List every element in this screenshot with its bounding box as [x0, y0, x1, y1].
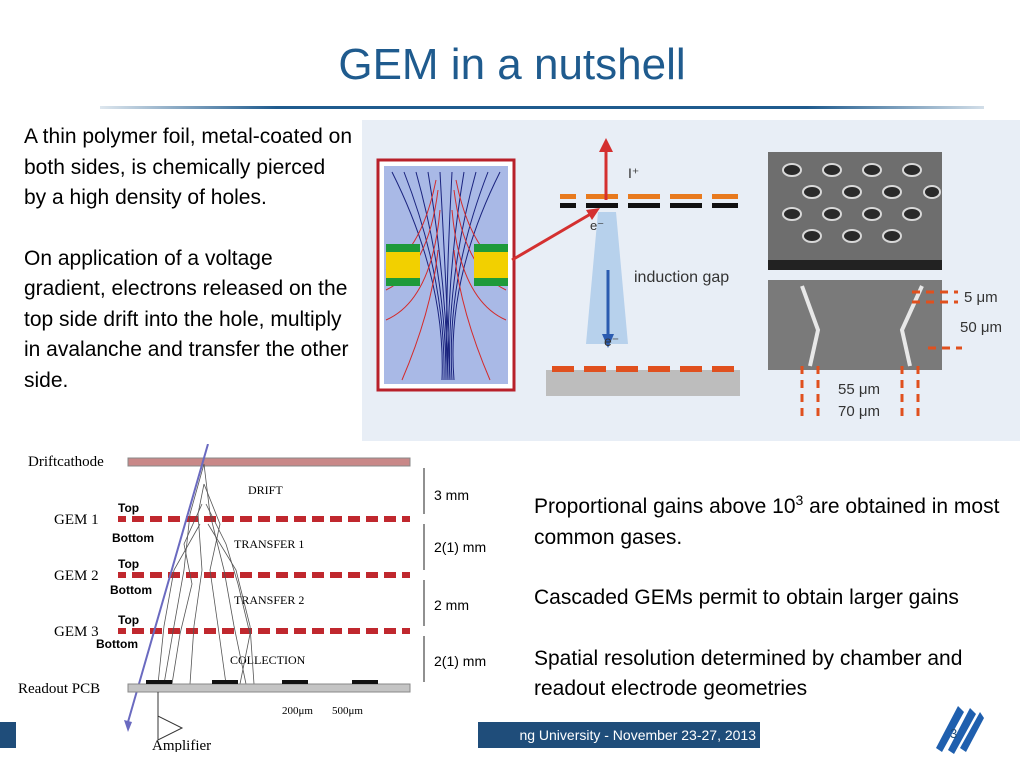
readout-pads — [552, 366, 734, 372]
transfer2-label: TRANSFER 2 — [234, 593, 304, 607]
equipotential-lines — [385, 179, 507, 381]
pitch-200-label: 200μm — [282, 705, 313, 717]
title-divider — [100, 106, 984, 109]
gain-exponent: 3 — [795, 492, 804, 508]
transfer1-label: TRANSFER 1 — [234, 537, 304, 551]
gem3-top-label: Top — [118, 613, 139, 627]
sem-cross-section-image — [768, 280, 942, 370]
readout-pcb-plane — [127, 683, 411, 693]
gap-3mm-label: 3 mm — [434, 487, 469, 503]
right-paragraph-1: Proportional gains above 103 are obtaine… — [534, 485, 1014, 553]
gem2-top-label: Top — [118, 557, 139, 571]
gem3-bottom-label: Bottom — [96, 637, 138, 651]
induction-gap-label: induction gap — [634, 269, 729, 286]
ion-arrowhead — [599, 138, 613, 152]
footer-left-bar — [0, 722, 16, 748]
pitch-500-label: 500μm — [332, 705, 363, 717]
particle-arrowhead — [124, 720, 132, 732]
left-paragraph-1: A thin polymer foil, metal-coated on bot… — [24, 125, 353, 209]
readout-plane — [546, 370, 740, 396]
particle-track — [127, 444, 209, 723]
dimension-lines — [800, 290, 962, 420]
sem-scale-bar — [768, 260, 942, 270]
electron-label-top: e⁻ — [590, 218, 604, 233]
institution-logo-icon — [936, 706, 984, 754]
hole-wall-left — [800, 285, 821, 367]
dim-55-label: 55 μm — [838, 381, 880, 398]
driftcathode-label: Driftcathode — [28, 454, 104, 470]
avalanche-tracks — [157, 463, 255, 685]
gem3-holes — [126, 628, 402, 634]
gem3-foil — [118, 628, 410, 634]
gem1-label: GEM 1 — [54, 512, 99, 528]
collection-label: COLLECTION — [230, 653, 306, 667]
gap-collection-label: 2(1) mm — [434, 653, 486, 669]
gem1-bottom-label: Bottom — [112, 531, 154, 545]
gem-hole-figure: I⁺ e⁻ induction gap e⁻ 5 μm 50 μm 55 μm … — [362, 120, 1020, 441]
page-number: 3 — [950, 726, 958, 741]
sem-holes — [782, 163, 941, 243]
readout-strips — [146, 680, 378, 684]
gem2-label: GEM 2 — [54, 568, 99, 584]
gain-text: Proportional gains above 10 — [534, 495, 796, 518]
gem1-foil — [118, 516, 410, 522]
dim-50-label: 50 μm — [960, 319, 1002, 336]
amplifier-label: Amplifier — [152, 738, 211, 752]
left-paragraph-2: On application of a voltage gradient, el… — [24, 246, 349, 392]
gap-transfer1-label: 2(1) mm — [434, 539, 486, 555]
dim-5-label: 5 μm — [964, 289, 998, 306]
copper-layer — [386, 244, 420, 252]
dim-70-label: 70 μm — [838, 403, 880, 420]
right-paragraph-2: Cascaded GEMs permit to obtain larger ga… — [534, 586, 959, 609]
electron-arrowhead — [602, 334, 614, 348]
zoom-arrowhead — [586, 208, 600, 220]
copper-layer — [474, 244, 508, 252]
driftcathode-plane — [127, 457, 411, 467]
kapton-layer — [474, 252, 508, 278]
slide-title: GEM in a nutshell — [338, 40, 686, 89]
gem2-bottom-label: Bottom — [110, 583, 152, 597]
gap-transfer2-label: 2 mm — [434, 597, 469, 613]
ion-label: I⁺ — [628, 165, 639, 181]
copper-layer — [386, 278, 420, 286]
zoom-arrow — [511, 210, 595, 262]
drift-region-label: DRIFT — [248, 483, 283, 497]
gem-foil-schematic — [560, 194, 738, 208]
gem3-label: GEM 3 — [54, 624, 99, 640]
readout-pcb-label: Readout PCB — [18, 681, 100, 697]
gem1-holes — [126, 516, 402, 522]
copper-layer — [474, 278, 508, 286]
right-paragraph-3: Spatial resolution determined by chamber… — [534, 646, 963, 701]
gem1-top-label: Top — [118, 501, 139, 515]
amplifier-symbol — [157, 715, 184, 741]
right-text-block: Proportional gains above 103 are obtaine… — [534, 485, 1014, 705]
triple-gem-figure: Driftcathode DRIFT GEM 1 Top Bottom TRAN… — [18, 444, 486, 752]
electron-label-bottom: e⁻ — [604, 333, 619, 349]
kapton-layer — [386, 252, 420, 278]
gain-text-rest: are obtained in most common gases. — [534, 495, 1000, 549]
gem2-foil — [118, 572, 410, 578]
footer-conference-text: ng University - November 23-27, 2013 — [478, 722, 760, 748]
left-text-block: A thin polymer foil, metal-coated on bot… — [24, 122, 352, 396]
